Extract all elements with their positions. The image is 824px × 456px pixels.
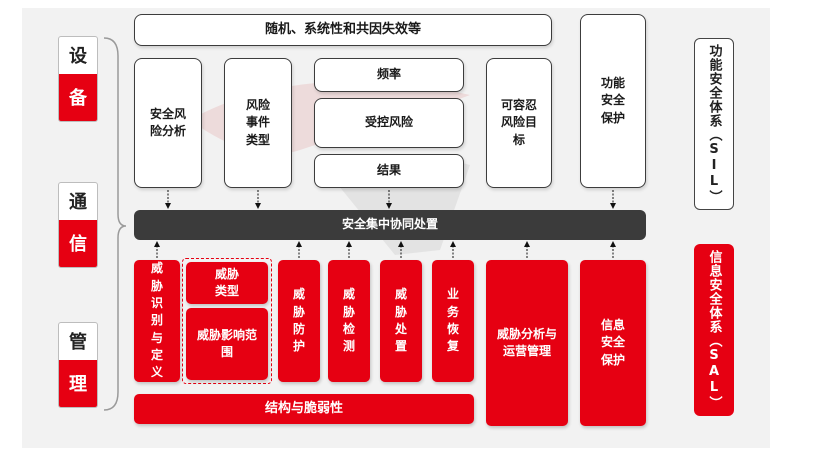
box-threat-analysis-operations: 威胁分析与运营管理 — [486, 260, 568, 426]
box-result: 结果 — [314, 154, 464, 188]
box-threat-detection: 威胁检测 — [328, 260, 370, 382]
bottom-banner-structure-vulnerability: 结构与脆弱性 — [134, 394, 474, 424]
left-label-device-top: 设 — [69, 46, 87, 68]
box-threat-disposal: 威胁处置 — [380, 260, 422, 382]
box-threat-type: 威胁类型 — [186, 262, 268, 304]
box-risk-event-type-text: 风险事件类型 — [245, 97, 270, 147]
box-safety-risk-analysis-text: 安全风险分析 — [149, 106, 186, 138]
box-functional-safety-protection: 功能安全保护 — [580, 14, 646, 188]
left-label-communication: 通 信 — [58, 182, 98, 268]
box-threat-type-text: 威胁类型 — [214, 266, 239, 298]
box-tolerable-risk-target-text: 可容忍风险目标 — [500, 97, 537, 147]
box-frequency: 频率 — [314, 58, 464, 92]
box-info-security-protection: 信息安全保护 — [580, 260, 646, 426]
box-threat-impact-scope-text: 威胁影响范围 — [196, 327, 257, 359]
box-functional-safety-protection-text: 功能安全保护 — [600, 75, 625, 125]
box-controlled-risk: 受控风险 — [314, 98, 464, 148]
box-business-recovery: 业务恢复 — [432, 260, 474, 382]
box-threat-disposal-text: 威胁处置 — [394, 287, 407, 354]
right-label-info-security-system: 信息安全体系（SAL） — [694, 244, 734, 416]
box-threat-impact-scope: 威胁影响范围 — [186, 308, 268, 380]
right-label-info-security-system-text: 信息安全体系（SAL） — [706, 250, 722, 410]
box-risk-event-type: 风险事件类型 — [224, 58, 292, 188]
box-tolerable-risk-target: 可容忍风险目标 — [486, 58, 552, 188]
box-safety-risk-analysis: 安全风险分析 — [134, 58, 202, 188]
box-threat-detection-text: 威胁检测 — [342, 287, 355, 354]
left-label-communication-bottom: 信 — [59, 219, 97, 267]
box-business-recovery-text: 业务恢复 — [446, 287, 459, 354]
right-label-functional-safety-system-text: 功能安全体系（SIL） — [706, 44, 722, 204]
top-banner-random-failures: 随机、系统性和共因失效等 — [134, 14, 552, 46]
box-threat-protection: 威胁防护 — [278, 260, 320, 382]
box-threat-protection-text: 威胁防护 — [292, 287, 305, 354]
box-threat-identification: 威胁识别与定义 — [134, 260, 180, 382]
right-label-functional-safety-system: 功能安全体系（SIL） — [694, 38, 734, 210]
threat-group-dashed-frame — [182, 258, 272, 384]
left-label-management-top: 管 — [69, 332, 87, 354]
box-threat-analysis-operations-text: 威胁分析与运营管理 — [496, 326, 557, 358]
left-label-management: 管 理 — [58, 322, 98, 408]
left-label-management-bottom: 理 — [59, 359, 97, 407]
left-label-device-bottom: 备 — [59, 73, 97, 121]
left-label-device: 设 备 — [58, 36, 98, 122]
left-label-communication-top: 通 — [69, 192, 87, 214]
box-threat-identification-text: 威胁识别与定义 — [150, 261, 163, 380]
box-info-security-protection-text: 信息安全保护 — [600, 317, 625, 367]
central-bar-coordinated-response: 安全集中协同处置 — [134, 210, 646, 240]
